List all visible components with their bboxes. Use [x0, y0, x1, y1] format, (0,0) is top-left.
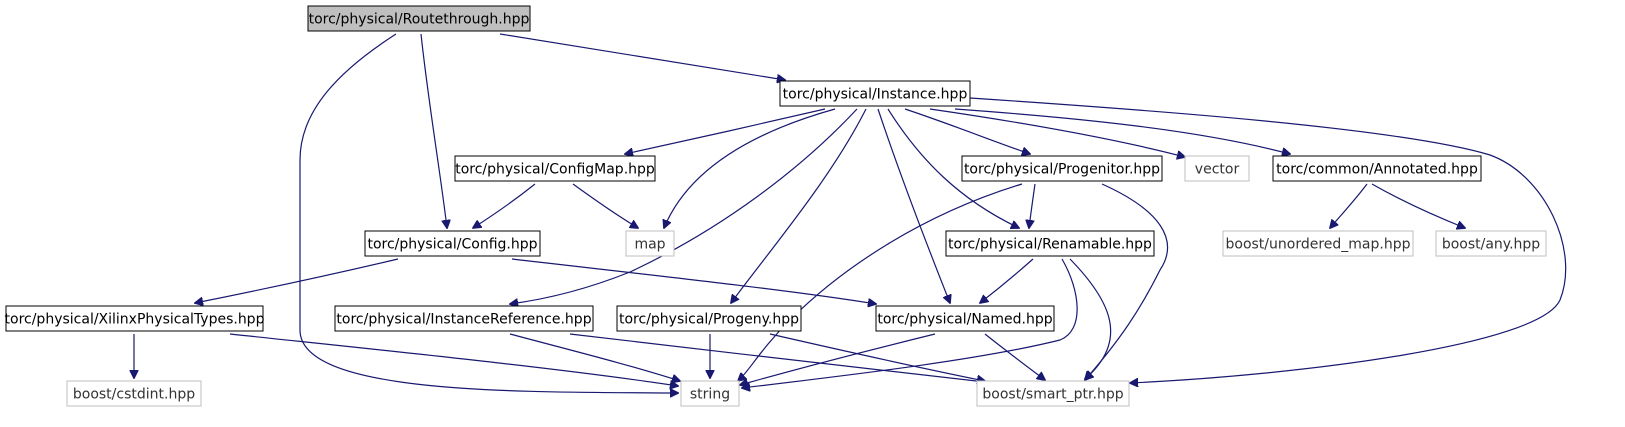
- node-label: torc/physical/Progeny.hpp: [619, 312, 799, 328]
- edge-instance-to-progenitor: [904, 108, 1030, 154]
- node-label: torc/physical/Named.hpp: [877, 312, 1052, 328]
- edge-renamable-to-smart_ptr: [1069, 258, 1112, 379]
- edge-instance-to-configmap: [625, 108, 826, 154]
- node-label: torc/physical/Config.hpp: [367, 237, 537, 253]
- edge-instance-to-vector: [929, 108, 1185, 157]
- edge-annotated-to-unordered_map: [1330, 183, 1368, 228]
- node-label: torc/physical/XilinxPhysicalTypes.hpp: [5, 312, 265, 328]
- node-progenitor[interactable]: torc/physical/Progenitor.hpp: [961, 155, 1163, 182]
- edge-renamable-to-string: [742, 258, 1078, 388]
- node-configmap[interactable]: torc/physical/ConfigMap.hpp: [454, 155, 656, 182]
- node-box: [1272, 155, 1482, 182]
- node-box: [454, 155, 656, 182]
- edge-configmap-to-map: [572, 183, 638, 228]
- node-box: [680, 380, 740, 407]
- node-instance[interactable]: torc/physical/Instance.hpp: [779, 80, 971, 107]
- node-instref[interactable]: torc/physical/InstanceReference.hpp: [334, 305, 594, 332]
- node-box: [625, 230, 675, 257]
- edge-progenitor-to-smart_ptr: [1085, 183, 1169, 380]
- edge-instance-to-map: [664, 108, 836, 228]
- edge-instref-to-smart_ptr: [569, 333, 985, 382]
- edge-instref-to-string: [509, 333, 680, 381]
- node-smart-ptr: boost/smart_ptr.hpp: [976, 380, 1130, 407]
- node-routethrough[interactable]: torc/physical/Routethrough.hpp: [307, 5, 531, 32]
- nodes-layer: torc/physical/Routethrough.hpp torc/physi…: [5, 5, 1547, 407]
- edge-instance-to-annotated: [954, 108, 1290, 154]
- edge-named-to-smart_ptr: [984, 333, 1045, 380]
- node-label: string: [690, 387, 730, 403]
- node-box: [1222, 230, 1414, 257]
- node-unordered-map: boost/unordered_map.hpp: [1222, 230, 1414, 257]
- node-config[interactable]: torc/physical/Config.hpp: [364, 230, 541, 257]
- node-box: [779, 80, 971, 107]
- edge-routethrough-to-instance: [499, 33, 785, 80]
- edge-renamable-to-named: [980, 258, 1034, 303]
- node-vector: vector: [1184, 155, 1250, 182]
- node-box: [976, 380, 1130, 407]
- node-label: torc/physical/Routethrough.hpp: [309, 12, 530, 28]
- node-label: torc/physical/ConfigMap.hpp: [455, 162, 655, 178]
- edge-named-to-string: [740, 333, 936, 385]
- edge-annotated-to-any: [1371, 183, 1465, 228]
- node-cstdint: boost/cstdint.hpp: [66, 380, 202, 407]
- node-label: torc/physical/Instance.hpp: [783, 87, 968, 103]
- edge-configmap-to-config: [473, 183, 536, 228]
- node-label: torc/common/Annotated.hpp: [1276, 162, 1478, 178]
- node-named[interactable]: torc/physical/Named.hpp: [875, 305, 1055, 332]
- node-box: [616, 305, 802, 332]
- node-box: [334, 305, 594, 332]
- edge-instance-to-instref: [510, 108, 858, 304]
- edge-progenitor-to-renamable: [1029, 183, 1036, 228]
- edge-config-to-xilinx: [195, 258, 399, 303]
- node-label: torc/physical/Renamable.hpp: [948, 237, 1152, 253]
- edge-config-to-named: [511, 258, 876, 304]
- node-annotated[interactable]: torc/common/Annotated.hpp: [1272, 155, 1482, 182]
- node-label: torc/physical/Progenitor.hpp: [964, 162, 1160, 178]
- node-box: [5, 305, 264, 332]
- node-label: boost/unordered_map.hpp: [1226, 237, 1411, 253]
- node-box: [875, 305, 1055, 332]
- node-label: torc/physical/InstanceReference.hpp: [336, 312, 591, 328]
- edge-progeny-to-smart_ptr: [769, 333, 985, 381]
- node-label: vector: [1195, 162, 1240, 178]
- node-box: [961, 155, 1163, 182]
- edges-layer: [134, 33, 1567, 393]
- edge-routethrough-to-string: [299, 33, 678, 393]
- node-box: [1184, 155, 1250, 182]
- edge-routethrough-to-config: [420, 33, 447, 228]
- node-any: boost/any.hpp: [1435, 230, 1547, 257]
- node-box: [307, 5, 531, 32]
- node-box: [1435, 230, 1547, 257]
- node-progeny[interactable]: torc/physical/Progeny.hpp: [616, 305, 802, 332]
- node-xilinx[interactable]: torc/physical/XilinxPhysicalTypes.hpp: [5, 305, 265, 332]
- edge-instance-to-renamable: [887, 108, 1019, 228]
- node-label: boost/smart_ptr.hpp: [982, 387, 1123, 403]
- edge-xilinx-to-string: [229, 333, 678, 386]
- node-label: map: [634, 237, 665, 253]
- node-map: map: [625, 230, 675, 257]
- node-renamable[interactable]: torc/physical/Renamable.hpp: [945, 230, 1155, 257]
- node-box: [66, 380, 202, 407]
- edge-instance-to-named: [877, 108, 950, 303]
- edge-instance-to-progeny: [731, 108, 867, 303]
- node-label: boost/any.hpp: [1442, 237, 1540, 253]
- edge-progenitor-to-string: [738, 183, 1023, 381]
- edge-instance-to-smart_ptr: [969, 97, 1567, 383]
- node-box: [945, 230, 1155, 257]
- node-label: boost/cstdint.hpp: [73, 387, 195, 403]
- node-string: string: [680, 380, 740, 407]
- node-box: [364, 230, 541, 257]
